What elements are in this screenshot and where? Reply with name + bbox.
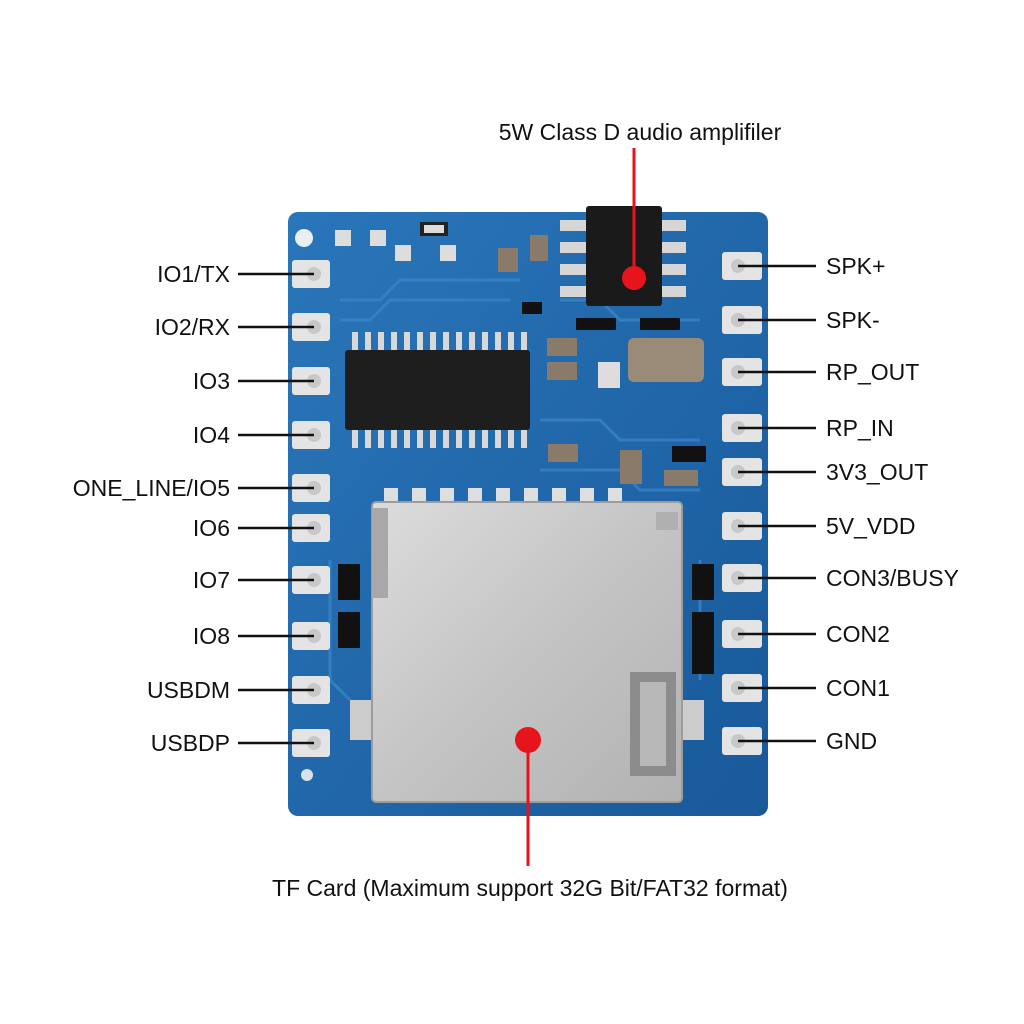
mounting-hole xyxy=(295,229,313,247)
pin-label-io2-rx: IO2/RX xyxy=(154,314,230,340)
pin-label-3v3-out: 3V3_OUT xyxy=(826,459,929,485)
pin-label-spk-minus: SPK- xyxy=(826,307,880,333)
pin-label-usbdp: USBDP xyxy=(150,730,230,756)
amplifier-marker-dot xyxy=(622,266,646,290)
pin-label-gnd: GND xyxy=(826,728,878,754)
tf-card-slot xyxy=(350,488,704,803)
pin-label-one-line-io5: ONE_LINE/IO5 xyxy=(72,475,230,501)
pin-label-rp-out: RP_OUT xyxy=(826,359,920,385)
pin-label-usbdm: USBDM xyxy=(146,677,230,703)
right-leader-lines xyxy=(738,264,816,743)
pin-label-spk-plus: SPK+ xyxy=(826,253,886,279)
pin-label-io7: IO7 xyxy=(192,567,230,593)
pin-label-con1: CON1 xyxy=(826,675,890,701)
pin-label-io6: IO6 xyxy=(192,515,230,541)
tf-card-callout: TF Card (Maximum support 32G Bit/FAT32 f… xyxy=(272,875,788,901)
pin-label-5v-vdd: 5V_VDD xyxy=(826,513,916,539)
pin-label-io3: IO3 xyxy=(192,368,230,394)
mounting-hole xyxy=(301,769,313,781)
right-pin-pads xyxy=(722,252,762,755)
pin-label-con3-busy: CON3/BUSY xyxy=(826,565,959,591)
pin-label-rp-in: RP_IN xyxy=(826,415,894,441)
tf-card-pointer xyxy=(515,727,541,866)
side-resistors xyxy=(338,564,714,674)
pin-label-io4: IO4 xyxy=(192,422,230,448)
amplifier-callout: 5W Class D audio amplifiler xyxy=(498,119,782,145)
amplifier-pointer xyxy=(622,148,646,290)
left-leader-lines xyxy=(238,272,314,745)
decoder-chip xyxy=(345,332,530,448)
pin-label-io8: IO8 xyxy=(192,623,230,649)
tf-card-marker-dot xyxy=(515,727,541,753)
pin-label-io1-tx: IO1/TX xyxy=(157,261,230,287)
passive-components xyxy=(335,222,706,486)
pin-label-con2: CON2 xyxy=(826,621,890,647)
